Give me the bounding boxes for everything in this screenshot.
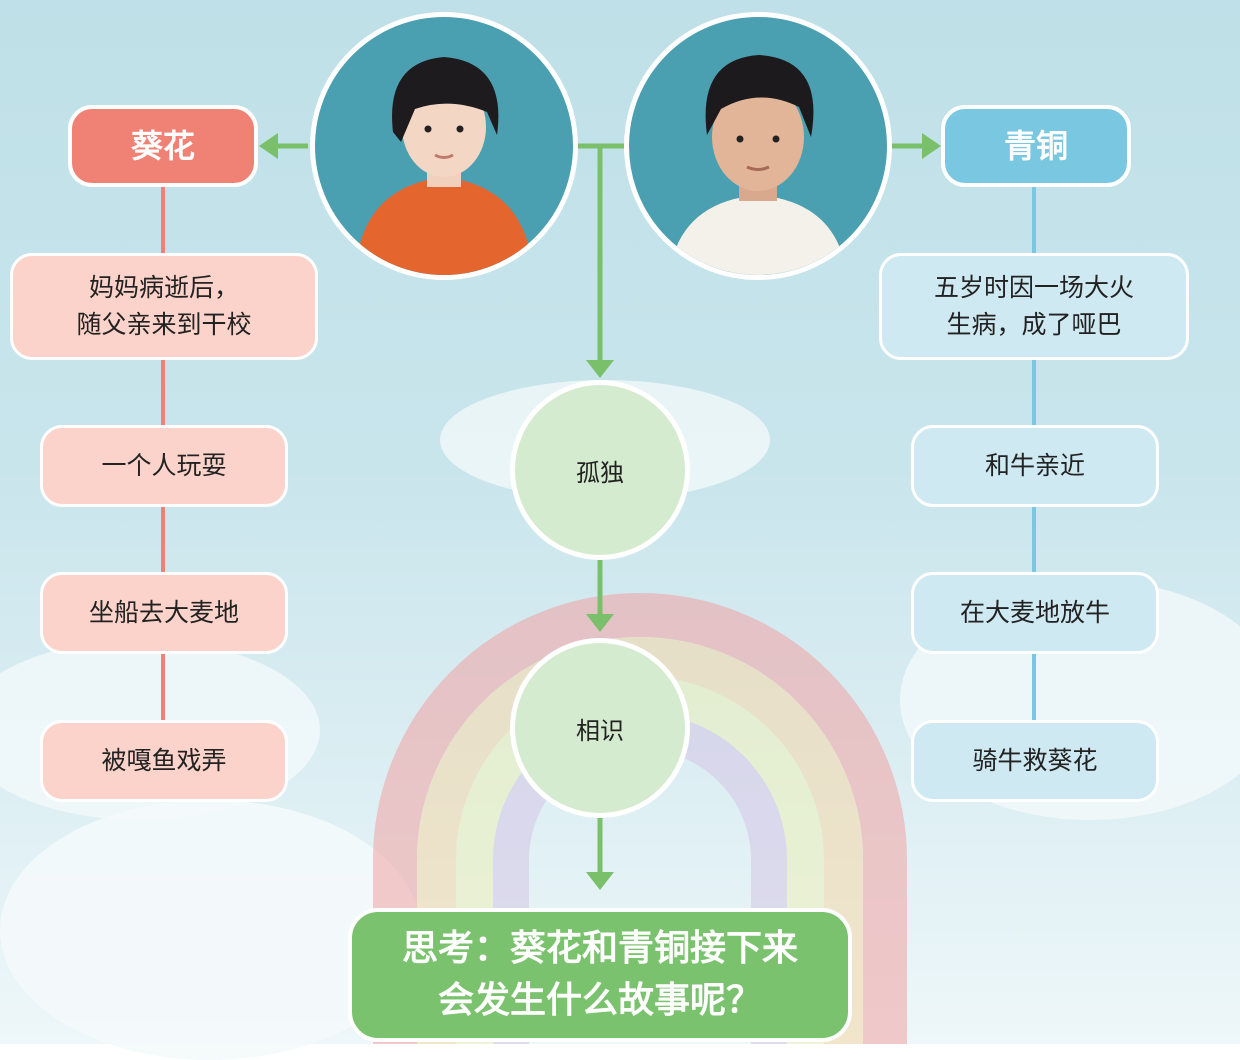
qingtong-event-1: 五岁时因一场大火 生病，成了哑巴: [879, 253, 1189, 360]
arrows: [259, 133, 941, 890]
kuihua-event-3: 坐船去大麦地: [40, 572, 288, 654]
girl-portrait-icon: [355, 57, 533, 275]
question-line-2: 会发生什么故事呢？: [437, 980, 762, 1021]
qingtong-portrait: [624, 12, 892, 280]
kuihua-portrait: [310, 12, 578, 280]
kuihua-event-4: 被嘎鱼戏弄: [40, 720, 288, 802]
node-meeting: 相识: [510, 638, 690, 818]
qingtong-title: 青铜: [941, 105, 1131, 187]
kuihua-title: 葵花: [68, 105, 258, 187]
qingtong-event-4: 骑牛救葵花: [911, 720, 1159, 802]
think-question-box: 思考：葵花和青铜接下来 会发生什么故事呢？: [348, 908, 852, 1042]
qingtong-event-3: 在大麦地放牛: [911, 572, 1159, 654]
question-line-1: 思考：葵花和青铜接下来: [401, 927, 798, 969]
kuihua-event-1: 妈妈病逝后， 随父亲来到干校: [10, 253, 318, 360]
kuihua-event-2: 一个人玩耍: [40, 425, 288, 507]
node-loneliness: 孤独: [510, 380, 690, 560]
boy-portrait-icon: [669, 55, 847, 275]
qingtong-event-2: 和牛亲近: [911, 425, 1159, 507]
